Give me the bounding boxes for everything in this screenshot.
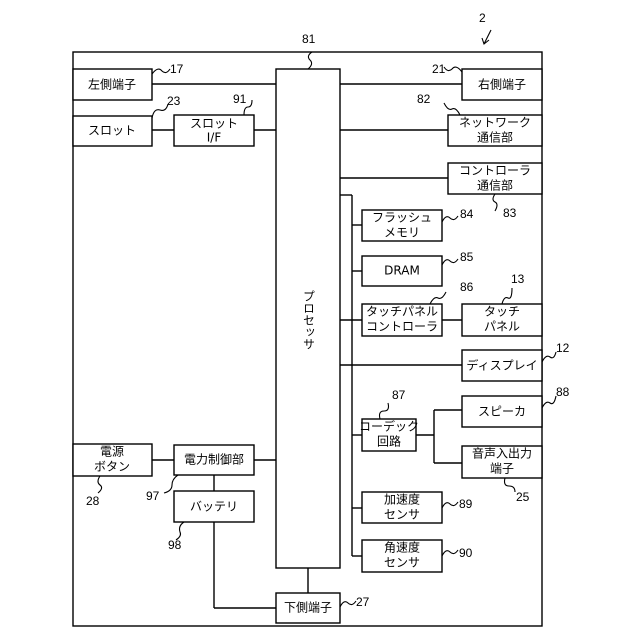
ref-touch-panel-controller: 86 bbox=[460, 280, 474, 294]
ref-speaker: 88 bbox=[556, 385, 570, 399]
ref-accelerometer: 89 bbox=[459, 497, 473, 511]
ref-processor: 81 bbox=[302, 32, 316, 46]
flash-memory-label-2: メモリ bbox=[384, 226, 420, 240]
ref-power-control: 97 bbox=[146, 489, 160, 503]
slot-label: スロット bbox=[88, 124, 136, 138]
gyro-sensor-label-1: 角速度 bbox=[384, 540, 420, 555]
ref-dram: 85 bbox=[460, 250, 474, 264]
ref-touch-panel: 13 bbox=[511, 272, 525, 286]
flash-memory-label-1: フラッシュ bbox=[372, 211, 432, 225]
ref-flash-memory: 84 bbox=[460, 207, 474, 221]
right-terminal-label: 右側端子 bbox=[478, 77, 526, 92]
slot-interface-label-2: I/F bbox=[207, 131, 222, 145]
ref-controller-comm: 83 bbox=[503, 206, 517, 220]
battery-label: バッテリ bbox=[190, 500, 238, 514]
power-button-label-2: ボタン bbox=[94, 460, 130, 474]
ref-gyro-sensor: 90 bbox=[459, 546, 473, 560]
ref-power-button: 28 bbox=[86, 494, 100, 508]
power-button-label-1: 電源 bbox=[100, 445, 124, 459]
gyro-sensor-label-2: センサ bbox=[384, 556, 420, 570]
touch-panel-controller-label-2: コントローラ bbox=[366, 320, 438, 334]
ref-slot-interface: 91 bbox=[233, 92, 247, 106]
slot-interface-label-1: スロット bbox=[190, 117, 238, 131]
speaker-label: スピーカ bbox=[478, 405, 526, 419]
dram-label: DRAM bbox=[384, 264, 420, 278]
ref-display: 12 bbox=[556, 341, 570, 355]
controller-comm-label-2: 通信部 bbox=[477, 178, 513, 193]
network-comm-label-2: 通信部 bbox=[477, 130, 513, 145]
codec-circuit-label-2: 回路 bbox=[377, 434, 401, 449]
touch-panel-label-1: タッチ bbox=[484, 305, 520, 319]
ref-network-comm: 82 bbox=[417, 92, 431, 106]
ref-codec-circuit: 87 bbox=[392, 388, 406, 402]
network-comm-label-1: ネットワーク bbox=[459, 116, 531, 130]
ref-battery: 98 bbox=[168, 538, 182, 552]
ref-bottom-terminal: 27 bbox=[356, 595, 370, 609]
processor-label: プロセッサ bbox=[302, 290, 316, 350]
touch-panel-controller-label-1: タッチパネル bbox=[366, 305, 438, 319]
audio-io-terminal-label-1: 音声入出力 bbox=[472, 446, 532, 461]
ref-left-terminal: 17 bbox=[170, 62, 184, 76]
controller-comm-label-1: コントローラ bbox=[459, 164, 531, 178]
accelerometer-label-2: センサ bbox=[384, 508, 420, 522]
ref-slot: 23 bbox=[167, 94, 181, 108]
bottom-terminal-label: 下側端子 bbox=[284, 601, 332, 615]
codec-circuit-label-1: コーデック bbox=[359, 419, 419, 434]
accelerometer-label-1: 加速度 bbox=[384, 492, 420, 507]
left-terminal-label: 左側端子 bbox=[88, 77, 136, 92]
audio-io-terminal-label-2: 端子 bbox=[490, 462, 514, 476]
figure-number: 2 bbox=[479, 11, 486, 25]
ref-right-terminal: 21 bbox=[432, 62, 446, 76]
ref-audio-io-terminal: 25 bbox=[516, 490, 530, 504]
display-label: ディスプレイ bbox=[466, 358, 537, 373]
touch-panel-label-2: パネル bbox=[484, 320, 520, 334]
power-control-label: 電力制御部 bbox=[184, 452, 244, 467]
